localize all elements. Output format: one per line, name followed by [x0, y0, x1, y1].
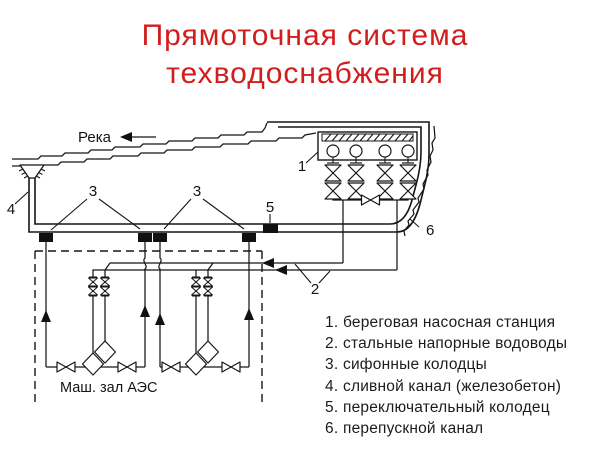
label-switch-well: 5	[266, 199, 274, 216]
flow-left-arrow-icon	[262, 258, 274, 268]
legend-item: 1. береговая насосная станция	[325, 312, 567, 333]
station-manifold	[332, 199, 409, 201]
up-arrow-icon	[41, 310, 51, 322]
station-hatch-lines	[324, 133, 414, 142]
river: Река	[12, 122, 436, 237]
callouts: 1 2 3 3 4 5 6 Маш. зал АЭС	[7, 151, 434, 396]
condenser-unit-1	[81, 340, 117, 376]
label-conduits: 2	[311, 281, 319, 298]
feed-valve-icon	[191, 276, 201, 297]
inline-symbols	[39, 223, 278, 376]
shoreline-upper	[12, 122, 268, 160]
up-arrow-icon	[140, 305, 150, 317]
condenser-unit-2	[184, 340, 220, 376]
siphon-well-square	[153, 233, 167, 242]
legend-item-number: 3.	[325, 356, 339, 374]
legend: 1. береговая насосная станция 2. стальны…	[325, 312, 567, 439]
label-siphons-left: 3	[89, 183, 97, 200]
condenser-valve-icon	[56, 361, 76, 373]
legend-item-text: сифонные колодцы	[343, 356, 487, 374]
legend-item: 3. сифонные колодцы	[325, 354, 567, 375]
legend-item: 4. сливной канал (железобетон)	[325, 376, 567, 397]
flow-left-arrow-icon	[275, 265, 287, 275]
pump-station	[317, 131, 418, 206]
legend-item: 6. перепускной канал	[325, 418, 567, 439]
pump-circles	[326, 144, 415, 163]
legend-item-number: 5.	[325, 398, 339, 416]
machine-hall-label: Маш. зал АЭС	[60, 380, 157, 396]
feed-valve-icon	[100, 276, 110, 297]
condenser-valve-icon	[161, 361, 181, 373]
up-arrow-icon	[244, 308, 254, 320]
legend-item-number: 4.	[325, 377, 339, 395]
shoreline-lower	[44, 132, 317, 166]
slide-title: Прямоточная система техводоснабжения	[0, 17, 610, 93]
manifold-valve-icon	[360, 194, 381, 206]
channel-inner-wall	[34, 126, 422, 225]
condenser-valve-icon	[221, 361, 241, 373]
legend-item: 5. переключательный колодец	[325, 397, 567, 418]
label-drain-channel: 4	[7, 201, 15, 218]
switch-well-square	[263, 223, 278, 233]
up-arrow-icon	[155, 313, 165, 325]
conduit-pipe-lower	[92, 269, 397, 277]
pump-valve-stack-icon	[376, 162, 394, 200]
pressure-conduits	[92, 200, 398, 277]
label-bypass-channel: 6	[426, 222, 434, 239]
pump-valve-stack-icon	[347, 162, 365, 200]
title-line-2: техводоснабжения	[166, 57, 444, 90]
legend-item-text: береговая насосная станция	[343, 314, 556, 331]
title-line-1: Прямоточная система	[141, 19, 469, 52]
shoreline-bypass	[403, 125, 436, 237]
legend-item: 2. стальные напорные водоводы	[325, 333, 567, 354]
label-station: 1	[298, 158, 306, 175]
feed-valve-icon	[203, 276, 213, 297]
return-riser	[158, 242, 162, 367]
return-riser	[143, 242, 147, 367]
condenser-valve-icon	[117, 361, 137, 373]
legend-item-number: 2.	[325, 335, 339, 353]
pump-valve-stack-icon	[324, 162, 342, 200]
conduit-pipe-upper	[104, 262, 343, 277]
legend-item-number: 6.	[325, 420, 339, 438]
siphon-well-square	[39, 233, 53, 242]
river-flow-arrow-icon	[120, 132, 132, 142]
siphon-well-square	[242, 233, 256, 242]
siphon-well-square	[138, 233, 152, 242]
legend-item-text: сливной канал (железобетон)	[343, 377, 562, 395]
feed-valve-icon	[88, 276, 98, 297]
legend-item-text: перепускной канал	[343, 420, 484, 438]
label-siphons-right: 3	[193, 183, 201, 200]
outfall-funnel	[18, 164, 46, 179]
drain-channel	[28, 121, 430, 233]
legend-item-text: переключательный колодец	[343, 398, 550, 416]
channel-outer-wall	[28, 121, 430, 233]
river-label: Река	[78, 129, 112, 146]
legend-item-number: 1.	[325, 314, 339, 331]
legend-item-text: стальные напорные водоводы	[343, 335, 568, 353]
